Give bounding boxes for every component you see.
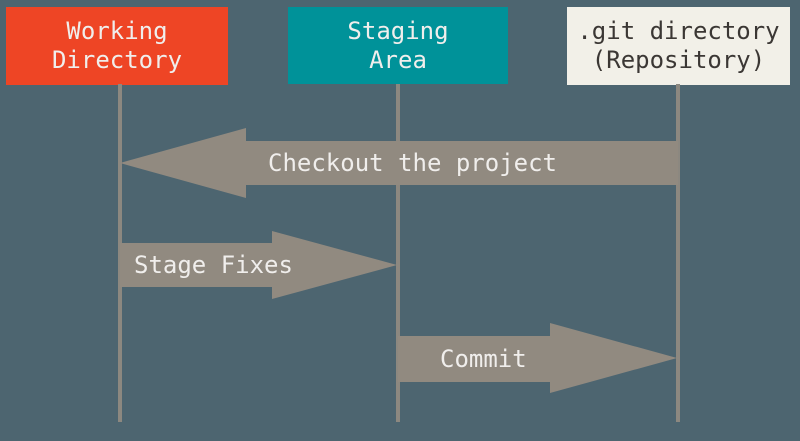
column-header-staging-area: Staging Area [288, 7, 508, 84]
column-label-line: (Repository) [591, 46, 766, 74]
column-label-line: Staging [347, 16, 449, 45]
column-header-working-directory: Working Directory [6, 7, 228, 85]
column-header-git-directory: .git directory (Repository) [567, 7, 790, 85]
arrow-shaft [398, 336, 550, 382]
arrow-label-commit: Commit [440, 345, 527, 373]
arrow-label-checkout: Checkout the project [268, 149, 557, 177]
lifeline-staging-area [396, 84, 400, 422]
arrow-head-right-icon [550, 323, 677, 393]
column-label-line: Working [66, 17, 168, 45]
arrow-label-stage-fixes: Stage Fixes [134, 251, 293, 279]
column-label-line: .git directory [577, 17, 780, 45]
lifeline-git-directory [676, 84, 680, 422]
arrow-head-right-icon [272, 231, 397, 299]
arrow-shaft [246, 141, 678, 185]
column-label-line: Directory [51, 46, 183, 74]
arrow-shaft [120, 243, 272, 287]
column-label-line: Area [369, 45, 427, 74]
arrow-head-left-icon [120, 128, 246, 198]
